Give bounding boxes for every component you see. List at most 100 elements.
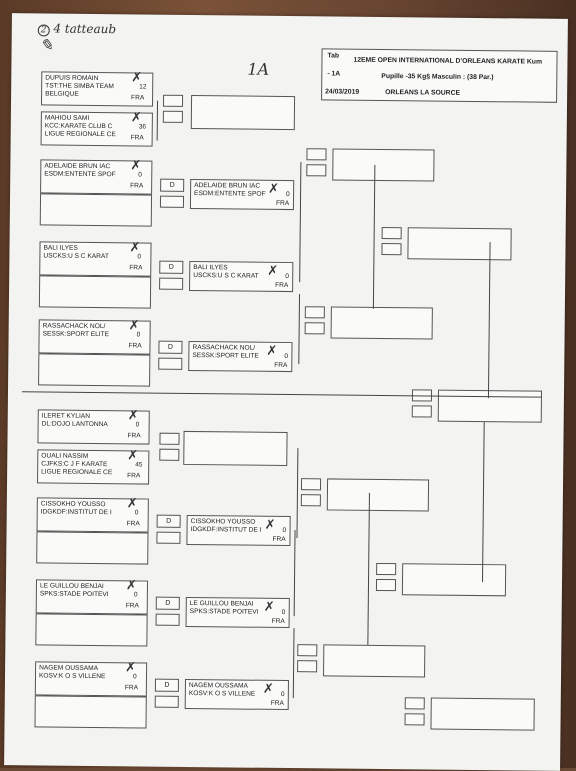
round3-slot [330, 306, 433, 340]
score-box [159, 448, 180, 461]
cross-mark: ✗ [267, 263, 279, 279]
score-box [297, 660, 318, 673]
competitor-name: MAHIOU SAMI [44, 114, 90, 122]
competitor-club: CJFKS:C J F KARATE [41, 460, 108, 469]
round2-club: SESSK:SPORT ELITE [192, 352, 259, 360]
round4-slot [401, 563, 507, 597]
competitor-country: FRA [130, 182, 144, 190]
round3-slot [332, 148, 435, 182]
score-box [381, 242, 402, 256]
header-tab-number: - 1A [327, 70, 341, 78]
competitor-country: FRA [124, 684, 139, 692]
bracket-line [298, 294, 301, 365]
score-box [297, 644, 318, 657]
score-box [154, 695, 179, 708]
round2-name: LE GUILLOU BENJAI [189, 600, 254, 608]
final-slot [437, 389, 543, 423]
score-box [376, 562, 397, 576]
score-box [159, 277, 184, 290]
round2-score: 0 [284, 352, 289, 361]
competitor-league: LIGUE REGIONALE CE [44, 130, 116, 139]
empty-slot [38, 353, 151, 387]
handwritten-scribble: ✎ [39, 35, 54, 55]
score-box [159, 432, 180, 445]
bye-label: D [154, 678, 179, 692]
bracket-sheet: 2 4 tatteaub ✎ 1A Tab - 1A 24/03/2019 12… [4, 13, 568, 771]
round2-country: FRA [272, 535, 286, 544]
bye-label: D [159, 260, 184, 274]
score-box [306, 148, 327, 161]
score-box [304, 306, 325, 319]
score-box [156, 531, 181, 544]
competitor-club: DL:DOJO LANTONNA [41, 420, 108, 429]
round2-country: FRA [274, 361, 288, 370]
competitor-club: IDGKDF:INSTITUT DE I [40, 508, 112, 517]
competitor-country: FRA [125, 602, 139, 610]
score-box [300, 478, 322, 491]
competitor-name: CISSOKHO YOUSSO [40, 500, 106, 509]
cross-mark: ✗ [264, 517, 276, 533]
competitor-league: BELGIQUE [45, 90, 79, 98]
competitor-name: BALI ILYES [43, 244, 78, 252]
bye-label: D [155, 596, 180, 610]
score-box [411, 405, 432, 418]
competitor-country: FRA [129, 264, 143, 272]
competitor-name: RASSACHACK NOL/ [42, 322, 106, 331]
header-tab: Tab [327, 52, 340, 60]
round2-country: FRA [271, 617, 285, 625]
competitor-name: OUALI NASSIM [41, 452, 89, 460]
competitor-country: FRA [130, 134, 144, 142]
bracket-line [487, 242, 491, 399]
round2-club: ESDM:ENTENTE SPOF [194, 190, 266, 198]
competitor-name: ILERET KYLIAN [41, 412, 91, 420]
round3-slot [326, 478, 430, 512]
competitor-club: SESSK:SPORT ELITE [42, 330, 110, 339]
round3-slot [323, 644, 426, 678]
cross-mark: ✗ [128, 318, 140, 334]
score-box [381, 226, 402, 240]
bracket-line [292, 628, 295, 699]
score-box [375, 578, 397, 592]
bracket-line [293, 530, 296, 617]
score-box [162, 110, 183, 123]
round2-name: BALI ILYES [193, 264, 228, 272]
score-box [155, 613, 180, 626]
competitor-name: DUPUIS ROMAIN [45, 74, 99, 83]
bracket-line [296, 448, 299, 539]
cross-mark: ✗ [126, 496, 138, 512]
round2-score: 0 [286, 190, 290, 199]
score-box [162, 94, 184, 107]
score-box [300, 494, 321, 507]
round2-score: 0 [285, 272, 289, 281]
bracket-line [156, 100, 159, 141]
winner-slot [183, 430, 288, 467]
header-date: 24/03/2019 [325, 88, 360, 96]
final-slot [430, 697, 535, 731]
bracket-line [482, 422, 485, 583]
score-box [306, 164, 327, 177]
round2-score: 0 [282, 526, 287, 535]
round2-country: FRA [275, 281, 289, 290]
cross-mark: ✗ [263, 599, 275, 615]
winner-slot [190, 94, 296, 131]
cross-mark: ✗ [266, 343, 278, 359]
round2-score: 0 [281, 608, 286, 617]
bye-label: D [158, 340, 183, 354]
competitor-country: FRA [126, 520, 140, 528]
competitor-country: FRA [127, 472, 141, 480]
cross-mark: ✗ [130, 110, 142, 126]
cross-mark: ✗ [127, 408, 139, 424]
header-venue: ORLEANS LA SOURCE [385, 89, 461, 97]
round2-name: NAGEM OUSSAMA [188, 681, 248, 690]
score-box [404, 697, 425, 710]
competitor-club: KCC:KARATE CLUB C [44, 122, 113, 131]
cross-mark: ✗ [262, 681, 274, 697]
cross-mark: ✗ [268, 181, 280, 197]
cross-mark: ✗ [131, 70, 143, 86]
cross-mark: ✗ [129, 240, 141, 256]
competitor-club: ESDM:ENTENTE SPOF [44, 170, 116, 179]
cross-mark: ✗ [130, 158, 142, 174]
competitor-name: ADELAIDE BRUN IAC [44, 162, 111, 171]
empty-slot [39, 193, 153, 227]
